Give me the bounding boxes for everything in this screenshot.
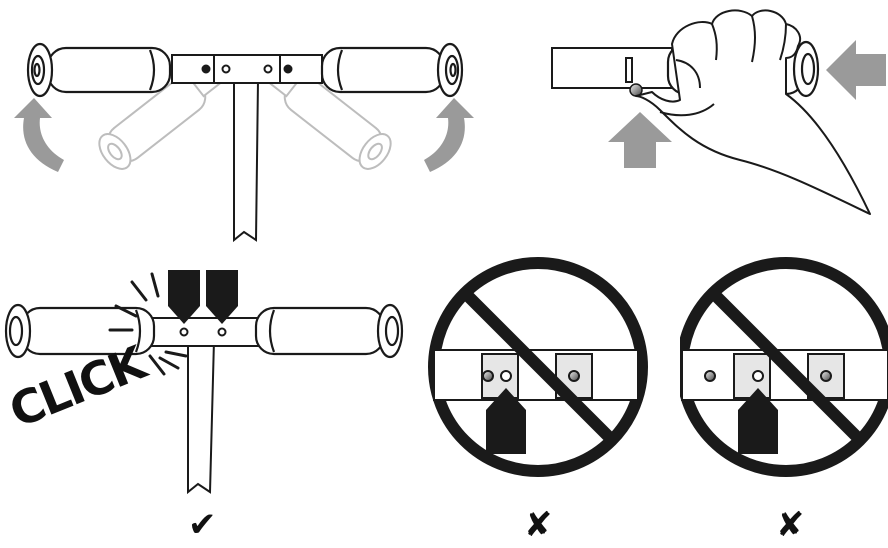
panel-locked-wrong-left (428, 257, 648, 477)
grip-left (26, 42, 172, 98)
panel-press-button (551, 9, 886, 215)
crossbar-clamp (149, 317, 261, 347)
indicator-up-arrow-icon (738, 388, 778, 454)
push-up-arrow-icon (608, 112, 672, 168)
rotate-up-right-arrow-icon (424, 98, 474, 172)
indicator-down-arrow-icon (168, 270, 200, 324)
stem-tube (233, 79, 260, 243)
indicator-up-arrow-icon (486, 388, 526, 454)
crossbar-clamp (171, 54, 323, 84)
bolt (704, 370, 716, 382)
grip-right (254, 303, 404, 359)
rotate-up-left-arrow-icon (14, 98, 64, 172)
indicator-down-arrow-icon (206, 270, 238, 324)
panel-fold-out (14, 42, 474, 243)
hand (635, 9, 871, 215)
bolt (482, 370, 494, 382)
bolt (217, 327, 227, 337)
wrong-cross-icon: ✘ (776, 505, 805, 545)
grip-right (320, 42, 464, 98)
bolt (283, 64, 293, 74)
prohibited-slash (461, 289, 617, 445)
stem-tube (187, 339, 216, 495)
grip-left (4, 303, 156, 359)
bolt (263, 64, 273, 74)
bolt (568, 370, 580, 382)
click-burst (108, 272, 188, 376)
correct-check-icon: ✔ (188, 505, 217, 545)
push-left-arrow-icon (826, 40, 886, 100)
bolt (820, 370, 832, 382)
empty-hole (500, 370, 512, 382)
prohibited-slash (709, 289, 865, 445)
bolt (179, 327, 189, 337)
panel-locked-correct: CLICK (2, 270, 404, 495)
empty-hole (752, 370, 764, 382)
bolt (201, 64, 211, 74)
bar-tube (551, 47, 673, 89)
bolt (221, 64, 231, 74)
panel-locked-wrong-right (680, 257, 888, 477)
wrong-cross-icon: ✘ (524, 505, 553, 545)
